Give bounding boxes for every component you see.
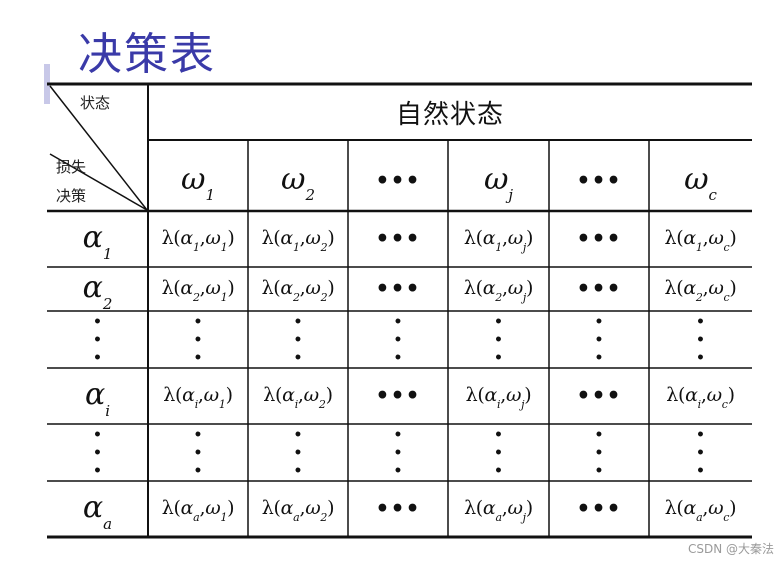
table-cell-dots: ••• bbox=[375, 276, 421, 302]
lambda-expression: λ(α2,ω1) bbox=[161, 276, 235, 305]
table-cell: λ(αi,ω1) bbox=[148, 368, 248, 424]
table-cell-vdots: ••• bbox=[193, 426, 203, 479]
lambda-expression: λ(α1,ωj) bbox=[463, 226, 534, 255]
alpha-symbol: α1 bbox=[82, 220, 113, 263]
alpha-symbol: αa bbox=[82, 490, 113, 533]
table-cell: λ(α1,ω1) bbox=[148, 211, 248, 267]
omega-symbol: ωj bbox=[483, 161, 514, 204]
table-cell: λ(α1,ω2) bbox=[248, 211, 348, 267]
column-header-omega-1: ω1 bbox=[148, 150, 248, 211]
table-cell: λ(α1,ωc) bbox=[649, 211, 752, 267]
table-cell: λ(αi,ω2) bbox=[248, 368, 348, 424]
table-cell: λ(α2,ωc) bbox=[649, 267, 752, 311]
table-cell-vdots: ••• bbox=[293, 426, 303, 479]
table-cell-dots: ••• bbox=[375, 383, 421, 409]
column-header-dots: ••• bbox=[576, 167, 622, 194]
omega-symbol: ω1 bbox=[180, 161, 215, 204]
table-cell-dots: ••• bbox=[576, 383, 622, 409]
omega-symbol: ωc bbox=[684, 161, 717, 204]
table-cell-vdots: ••• bbox=[193, 313, 203, 366]
slide-title: 决策表 bbox=[78, 29, 216, 80]
table-cell: λ(α2,ωj) bbox=[448, 267, 549, 311]
table-cell: λ(αa,ω1) bbox=[148, 481, 248, 537]
table-cell-dots: ••• bbox=[576, 226, 622, 252]
row-header-vdots: ••• bbox=[93, 426, 102, 479]
table-cell-dots: ••• bbox=[576, 276, 622, 302]
lambda-expression: λ(αi,ω2) bbox=[263, 383, 333, 412]
lambda-expression: λ(α2,ωj) bbox=[463, 276, 534, 305]
lambda-expression: λ(α2,ωc) bbox=[664, 276, 737, 305]
corner-state-label: 状态 bbox=[80, 94, 111, 112]
table-cell-vdots: ••• bbox=[696, 426, 705, 479]
lambda-expression: λ(α1,ω2) bbox=[261, 226, 335, 255]
corner-loss-label: 损失 bbox=[56, 158, 87, 176]
table-cell-vdots: ••• bbox=[293, 313, 303, 366]
lambda-expression: λ(αi,ωj) bbox=[465, 383, 532, 412]
lambda-expression: λ(αi,ωc) bbox=[666, 383, 735, 412]
table-cell-vdots: ••• bbox=[393, 313, 403, 366]
alpha-symbol: α2 bbox=[82, 270, 113, 313]
table-cell: λ(α2,ω1) bbox=[148, 267, 248, 311]
lambda-expression: λ(αi,ω1) bbox=[163, 383, 233, 412]
table-cell: λ(αi,ωj) bbox=[448, 368, 549, 424]
lambda-expression: λ(α2,ω2) bbox=[261, 276, 335, 305]
table-cell: λ(αa,ωj) bbox=[448, 481, 549, 537]
row-header-alpha-a: αa bbox=[47, 481, 148, 537]
column-header-omega-j: ωj bbox=[448, 150, 549, 211]
table-cell-vdots: ••• bbox=[494, 313, 503, 366]
column-header-omega-2: ω2 bbox=[248, 150, 348, 211]
natural-state-header: 自然状态 bbox=[395, 99, 504, 130]
table-cell-vdots: ••• bbox=[696, 313, 705, 366]
lambda-expression: λ(αa,ω1) bbox=[161, 496, 235, 525]
table-cell: λ(α2,ω2) bbox=[248, 267, 348, 311]
table-cell: λ(αi,ωc) bbox=[649, 368, 752, 424]
lambda-expression: λ(α1,ωc) bbox=[664, 226, 737, 255]
omega-symbol: ω2 bbox=[280, 161, 315, 204]
row-header-alpha-i: αi bbox=[47, 368, 148, 424]
table-cell-vdots: ••• bbox=[594, 313, 604, 366]
table-cell-dots: ••• bbox=[375, 226, 421, 252]
table-cell: λ(α1,ωj) bbox=[448, 211, 549, 267]
table-cell: λ(αa,ω2) bbox=[248, 481, 348, 537]
alpha-symbol: αi bbox=[84, 377, 111, 420]
row-header-alpha-1: α1 bbox=[47, 211, 148, 267]
table-cell-vdots: ••• bbox=[494, 426, 503, 479]
table-cell-vdots: ••• bbox=[393, 426, 403, 479]
column-header-omega-c: ωc bbox=[649, 150, 752, 211]
lambda-expression: λ(α1,ω1) bbox=[161, 226, 235, 255]
table-cell-dots: ••• bbox=[576, 496, 622, 522]
watermark: CSDN @大秦法 bbox=[687, 542, 774, 556]
table-cell: λ(αa,ωc) bbox=[649, 481, 752, 537]
table-cell-dots: ••• bbox=[375, 496, 421, 522]
table-cell-vdots: ••• bbox=[594, 426, 604, 479]
column-header-dots: ••• bbox=[375, 167, 421, 194]
corner-decision-label: 决策 bbox=[56, 187, 87, 205]
lambda-expression: λ(αa,ωc) bbox=[664, 496, 737, 525]
lambda-expression: λ(αa,ωj) bbox=[464, 496, 533, 525]
lambda-expression: λ(αa,ω2) bbox=[261, 496, 335, 525]
row-header-alpha-2: α2 bbox=[47, 267, 148, 313]
row-header-vdots: ••• bbox=[93, 313, 102, 366]
